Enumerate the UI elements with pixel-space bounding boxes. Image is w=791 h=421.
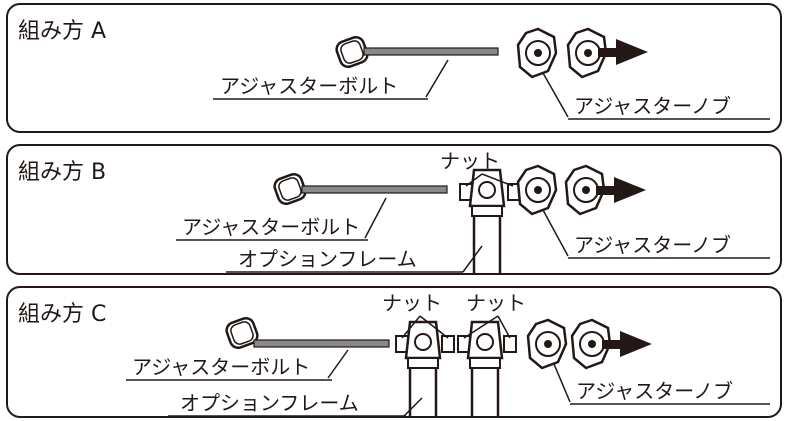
insert-direction-arrow	[598, 39, 648, 65]
adjuster-bolt	[273, 172, 448, 206]
label-option-frame: オプションフレーム	[168, 391, 423, 416]
assembly-drawing-c: ナット ナット アジャスターボルト オプションフレーム アジャスターノブ	[126, 291, 770, 416]
panel-method-a: 組み方 A アジャスターボルト	[6, 3, 782, 133]
label-adjuster-bolt: アジャスターボルト	[213, 59, 449, 100]
insert-direction-arrow	[596, 177, 646, 203]
label-adjuster-knob: アジャスターノブ	[542, 209, 770, 259]
knob-label-text: アジャスターノブ	[574, 233, 731, 257]
adjuster-knob	[516, 164, 606, 216]
nut-label-text: ナット	[440, 149, 500, 173]
option-frame	[395, 320, 455, 416]
adjuster-bolt	[335, 35, 499, 69]
option-frame	[457, 320, 517, 416]
knob-label-text: アジャスターノブ	[576, 379, 733, 403]
label-adjuster-bolt: アジャスターボルト	[176, 197, 387, 241]
panel-title: 組み方 A	[18, 19, 107, 44]
nut-label-text: ナット	[382, 291, 442, 315]
assembly-drawing-a: アジャスターボルト アジャスターノブ	[213, 27, 770, 120]
label-nut: ナット	[440, 149, 514, 187]
panel-method-c: 組み方 C	[6, 286, 782, 418]
panel-title: 組み方 B	[18, 160, 107, 185]
label-nut-2: ナット	[463, 291, 526, 339]
nut-label-text: ナット	[466, 291, 526, 315]
frame-label-text: オプションフレーム	[238, 247, 417, 271]
label-option-frame: オプションフレーム	[226, 245, 483, 273]
label-adjuster-knob: アジャスターノブ	[542, 72, 770, 120]
adjuster-knob	[516, 27, 608, 79]
assembly-drawing-b: ナット アジャスターボルト オプションフレーム アジャスターノブ	[176, 149, 770, 273]
label-adjuster-knob: アジャスターノブ	[553, 363, 770, 405]
knob-label-text: アジャスターノブ	[574, 94, 731, 118]
panel-title: 組み方 C	[18, 302, 107, 327]
label-adjuster-bolt: アジャスターボルト	[126, 349, 349, 381]
adjuster-bolt	[225, 316, 390, 350]
adjuster-knob	[526, 318, 612, 370]
label-nut-1: ナット	[382, 291, 449, 339]
panel-method-b: 組み方 B ナット	[6, 144, 782, 275]
frame-label-text: オプションフレーム	[180, 391, 359, 415]
insert-direction-arrow	[602, 331, 652, 357]
bolt-label-text: アジャスターボルト	[182, 215, 360, 239]
bolt-label-text: アジャスターボルト	[132, 355, 310, 379]
bolt-label-text: アジャスターボルト	[220, 74, 398, 98]
